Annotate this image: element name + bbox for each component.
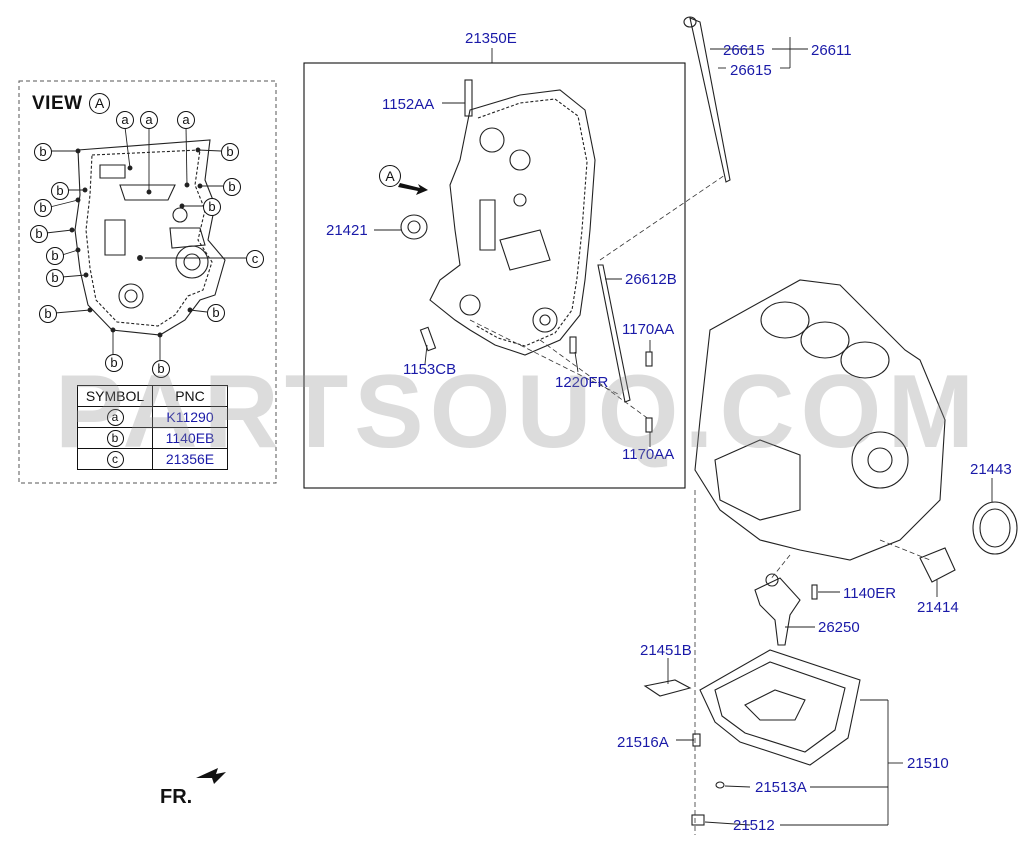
part-label-26250[interactable]: 26250 [818,619,860,636]
front-arrow-icon [196,768,226,784]
callout-b: b [51,182,69,200]
view-marker: A [89,93,110,114]
cover-plate-drawing [919,547,956,583]
part-label-1170AA[interactable]: 1170AA [622,321,675,338]
leader-lines [374,37,993,826]
legend-header-pnc: PNC [152,385,228,407]
part-label-21443[interactable]: 21443 [970,461,1012,478]
callout-b: b [207,304,225,322]
legend-row: a K11290 [77,406,228,428]
view-title: VIEW [32,93,83,114]
front-direction-label: FR. [160,786,193,808]
callout-b: b [46,247,64,265]
legend-header-symbol: SYMBOL [77,385,153,407]
part-label-26615[interactable]: 26615 [730,62,772,79]
callout-b: b [221,143,239,161]
view-arrow [398,183,428,195]
alignment-lines [469,174,931,835]
view-arrow-marker: A [379,165,401,187]
callout-b: b [46,269,64,287]
symbol-legend-table: SYMBOL PNC a K11290 b 1140EB c 21356E [77,385,228,470]
timing-chain-cover-drawing [429,89,596,356]
part-label-21414[interactable]: 21414 [917,599,959,616]
part-label-21512[interactable]: 21512 [733,817,775,834]
callout-b: b [30,225,48,243]
rear-oil-seal-drawing [972,501,1018,555]
part-label-21451B[interactable]: 21451B [640,642,692,659]
part-label-21421[interactable]: 21421 [326,222,368,239]
callout-b: b [34,143,52,161]
part-label-26612B[interactable]: 26612B [625,271,677,288]
legend-row: b 1140EB [77,427,228,449]
part-label-1153CB[interactable]: 1153CB [403,361,457,378]
legend-row: c 21356E [77,448,228,470]
part-label-1170AA[interactable]: 1170AA [622,446,675,463]
view-a-frame [18,80,277,484]
callout-a: a [177,111,195,129]
part-label-26611[interactable]: 26611 [811,42,852,59]
legend-symbol: b [106,430,124,447]
legend-pnc[interactable]: K11290 [152,406,228,428]
part-label-21516A[interactable]: 21516A [617,734,669,751]
oil-pan-drawing [699,649,861,766]
callout-a: a [116,111,134,129]
drain-bolt-drawing [691,733,725,826]
callout-b: b [203,198,221,216]
part-label-21513A[interactable]: 21513A [755,779,807,796]
small-parts-drawing [400,16,731,433]
timing-cover-frame [303,62,686,489]
part-label-26615[interactable]: 26615 [723,42,765,59]
legend-symbol: c [106,451,124,468]
view-a-leaders [45,126,246,360]
part-label-21510[interactable]: 21510 [907,755,949,772]
oil-strainer-drawing [754,573,818,646]
baffle-drawing [643,679,692,697]
callout-a: a [140,111,158,129]
view-a-cover-drawing [74,139,226,336]
part-label-1140ER[interactable]: 1140ER [843,585,897,602]
callout-b: b [223,178,241,196]
legend-pnc[interactable]: 1140EB [152,427,228,449]
callout-b: b [34,199,52,217]
callout-c: c [246,250,264,268]
legend-symbol: a [106,409,124,426]
callout-b: b [152,360,170,378]
legend-header-row: SYMBOL PNC [77,385,228,407]
callout-b: b [39,305,57,323]
cylinder-block-drawing [694,279,946,561]
callout-b: b [105,354,123,372]
part-label-1220FR[interactable]: 1220FR [555,374,609,391]
part-label-21350E[interactable]: 21350E [465,30,517,47]
legend-pnc[interactable]: 21356E [152,448,228,470]
part-label-1152AA[interactable]: 1152AA [382,96,435,113]
